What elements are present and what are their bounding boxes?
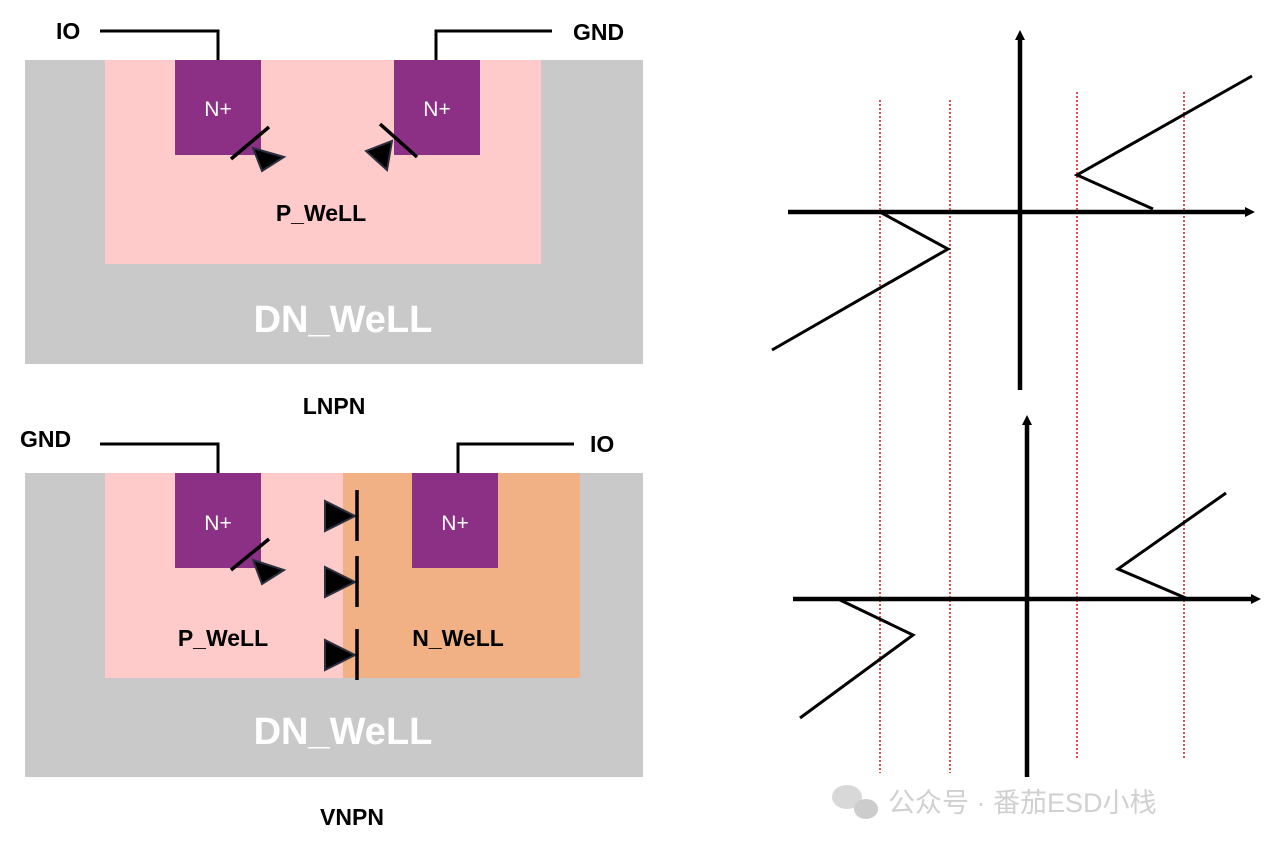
vnpn-caption: VNPN: [320, 804, 384, 830]
vnpn-gnd-wire: [100, 442, 220, 473]
vnpn-io-wire: [456, 442, 574, 473]
lnpn-n-plus-right-label: N+: [423, 98, 450, 121]
iv-curves: [771, 30, 1261, 777]
lnpn-cross-section: N+ N+ IO GND P_WeLL DN_WeLL LNPN: [25, 18, 643, 419]
vnpn-n-well-label: N_WeLL: [412, 625, 504, 651]
lnpn-dn-well-label: DN_WeLL: [254, 299, 433, 341]
lnpn-caption: LNPN: [303, 393, 366, 419]
lnpn-n-plus-right: [394, 60, 480, 155]
vnpn-n-plus-left-label: N+: [204, 512, 231, 535]
vnpn-junction-diode-bottom: [324, 629, 359, 680]
vnpn-iv-negative-curve: [799, 597, 916, 720]
vnpn-gnd-pin-label: GND: [20, 426, 71, 452]
vnpn-junction-diode-top: [324, 490, 359, 541]
lnpn-n-plus-left: [175, 60, 261, 155]
watermark-text: 公众号 · 番茄ESD小栈: [888, 788, 1157, 818]
lnpn-gnd-wire: [434, 29, 552, 60]
vnpn-junction-diode-middle: [324, 556, 359, 607]
lnpn-io-wire: [100, 29, 220, 60]
vnpn-dn-well-label: DN_WeLL: [254, 711, 433, 753]
vnpn-diode-nplus: [229, 537, 287, 586]
lnpn-p-well-label: P_WeLL: [276, 200, 366, 226]
vnpn-n-plus-right-label: N+: [441, 512, 468, 535]
lnpn-io-pin-label: IO: [56, 18, 80, 44]
vnpn-p-well-label: P_WeLL: [178, 625, 268, 651]
lnpn-gnd-pin-label: GND: [573, 19, 624, 45]
lnpn-iv-negative-curve: [771, 210, 952, 352]
vnpn-io-pin-label: IO: [590, 431, 614, 457]
wechat-icon: [832, 785, 878, 819]
lnpn-diode-left: [229, 125, 287, 173]
vnpn-n-plus-left: [175, 473, 261, 568]
vnpn-cross-section: N+ N+ GND IO P_WeLL N_WeLL DN_WeLL VNPN: [20, 426, 643, 830]
vnpn-iv-positive-curve: [1114, 491, 1227, 601]
watermark: 公众号 · 番茄ESD小栈: [832, 785, 1157, 819]
lnpn-n-plus-left-label: N+: [204, 98, 231, 121]
vnpn-n-plus-right: [412, 473, 498, 568]
lnpn-diode-right: [364, 122, 419, 172]
lnpn-iv-positive-curve: [1073, 74, 1253, 211]
